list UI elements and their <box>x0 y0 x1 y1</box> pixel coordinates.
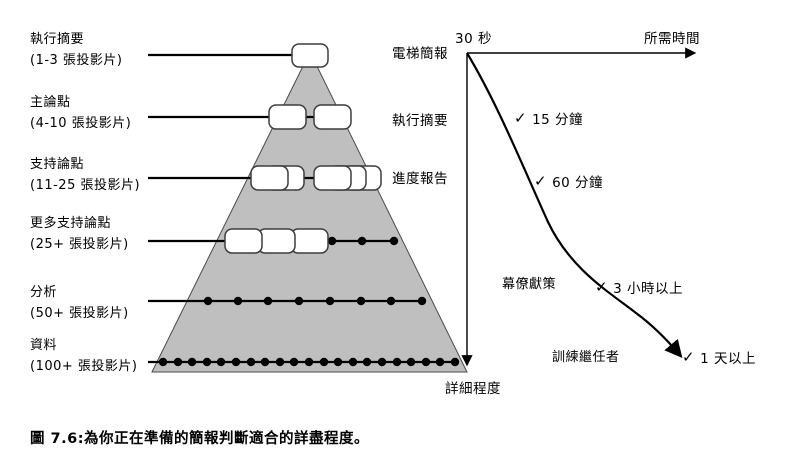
duration-label: 15 分鐘 <box>532 112 584 128</box>
slide-card <box>257 228 296 254</box>
slide-card <box>268 104 307 130</box>
duration-label: 3 小時以上 <box>613 281 683 297</box>
slide-card <box>313 165 352 191</box>
duration-1day: ✓ 1 天以上 <box>682 347 756 367</box>
audience-label-staff-briefing: 幕僚獻策 <box>502 277 557 292</box>
duration-3hours: ✓ 3 小時以上 <box>595 277 683 297</box>
audience-label-elevator-pitch: 電梯簡報 <box>392 46 448 62</box>
level-subtitle: (4-10 張投影片) <box>30 116 132 131</box>
checkmark-icon: ✓ <box>682 347 696 366</box>
level-label-supporting-points: 支持論點 (11-25 張投影片) <box>30 155 140 196</box>
duration-label: 1 天以上 <box>700 351 756 367</box>
checkmark-icon: ✓ <box>534 171 548 190</box>
time-detail-curve <box>466 52 683 359</box>
level-subtitle: (1-3 張投影片) <box>30 53 123 68</box>
level-title: 支持論點 <box>30 157 85 172</box>
level-subtitle: (50+ 張投影片) <box>30 306 129 321</box>
slide-card <box>224 228 263 254</box>
audience-label-progress-report: 進度報告 <box>392 171 448 187</box>
level5-dots <box>203 296 427 306</box>
level-label-more-supporting-points: 更多支持論點 (25+ 張投影片) <box>30 214 129 255</box>
level-title: 主論點 <box>30 95 71 110</box>
level-title: 更多支持論點 <box>30 216 112 231</box>
level6-dots <box>158 357 460 367</box>
slide-cards <box>224 43 382 254</box>
audience-label-train-successor: 訓練繼任者 <box>552 350 620 365</box>
slide-card <box>313 104 352 130</box>
level-title: 執行摘要 <box>30 32 85 47</box>
level-title: 資料 <box>30 338 58 353</box>
checkmark-icon: ✓ <box>595 277 609 296</box>
slide-card <box>291 43 329 68</box>
audience-label-exec-summary: 執行摘要 <box>392 113 448 129</box>
duration-label: 60 分鐘 <box>552 175 604 191</box>
pyramid-shape <box>151 50 468 373</box>
level-subtitle: (100+ 張投影片) <box>30 359 138 374</box>
level-label-data: 資料 (100+ 張投影片) <box>30 336 137 377</box>
checkmark-icon: ✓ <box>514 108 528 127</box>
level-label-executive-summary: 執行摘要 (1-3 張投影片) <box>30 30 123 71</box>
origin-label-30s: 30 秒 <box>455 31 492 47</box>
slide-card <box>250 165 289 191</box>
level-label-analysis: 分析 (50+ 張投影片) <box>30 283 129 324</box>
level-subtitle: (25+ 張投影片) <box>30 237 129 252</box>
duration-60min: ✓ 60 分鐘 <box>534 171 603 191</box>
figure-caption: 圖 7.6:為你正在準備的簡報判斷適合的詳盡程度。 <box>30 431 370 447</box>
level-subtitle: (11-25 張投影片) <box>30 178 141 193</box>
level4-dots <box>327 236 399 246</box>
x-axis-label-time: 所需時間 <box>644 31 700 47</box>
level-label-main-points: 主論點 (4-10 張投影片) <box>30 93 131 134</box>
duration-15min: ✓ 15 分鐘 <box>514 108 583 128</box>
level-title: 分析 <box>30 285 58 300</box>
y-axis-label-detail: 詳細程度 <box>445 381 501 397</box>
slide-card <box>290 228 329 254</box>
